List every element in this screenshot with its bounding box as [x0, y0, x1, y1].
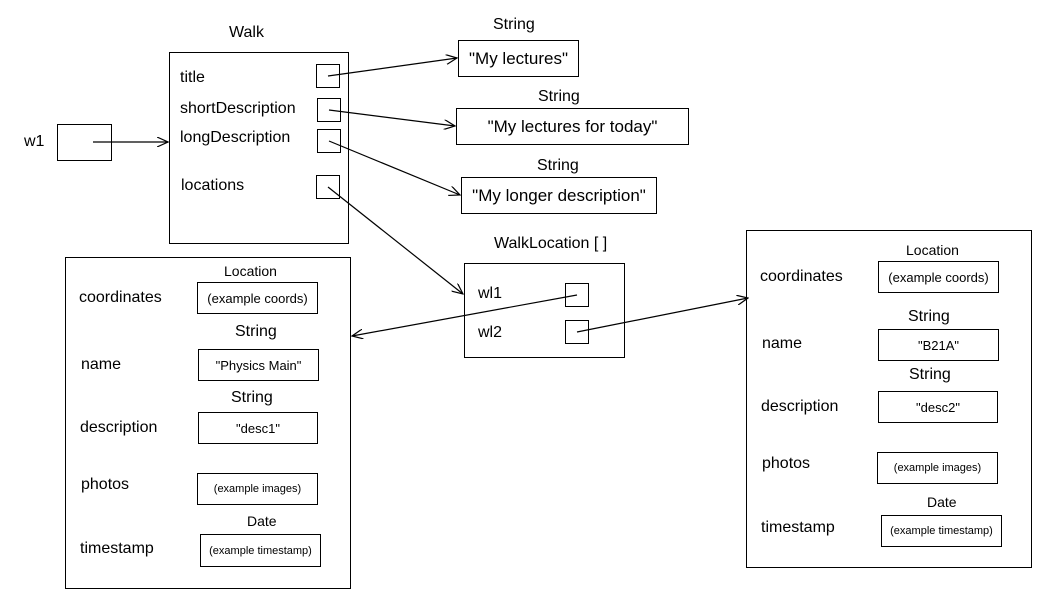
location2-name-box: "B21A" — [878, 329, 999, 361]
location1-object — [65, 257, 351, 589]
string1-value: "My lectures" — [469, 48, 568, 68]
location1-description-type: String — [231, 389, 273, 406]
location1-photos-box: (example images) — [197, 473, 318, 505]
location1-name-value: "Physics Main" — [215, 357, 302, 373]
location2-field-name: name — [762, 335, 803, 352]
string1-box: "My lectures" — [458, 40, 579, 77]
walk-short-description-slot — [317, 98, 341, 122]
string1-type-label: String — [493, 16, 535, 33]
walk-long-description-slot — [317, 129, 341, 153]
location2-coords-box: (example coords) — [878, 261, 999, 293]
location2-field-timestamp: timestamp — [761, 519, 835, 536]
array-wl1-slot — [565, 283, 589, 307]
walklocation-array — [464, 263, 625, 358]
location1-coords-type: Location — [224, 263, 277, 279]
location1-field-timestamp: timestamp — [80, 540, 154, 557]
location2-field-description: description — [761, 398, 839, 415]
string2-value: "My lectures for today" — [487, 116, 658, 136]
location1-coords-value: (example coords) — [207, 290, 308, 306]
walk-title-slot — [316, 64, 340, 88]
location2-description-value: "desc2" — [916, 399, 960, 415]
location2-timestamp-value: (example timestamp) — [890, 525, 993, 537]
location1-coords-box: (example coords) — [197, 282, 318, 314]
array-item-wl2: wl2 — [478, 324, 503, 341]
location2-timestamp-type: Date — [927, 494, 957, 510]
location1-timestamp-type: Date — [247, 513, 277, 529]
location1-name-type: String — [235, 323, 277, 340]
array-wl2-slot — [565, 320, 589, 344]
string2-box: "My lectures for today" — [456, 108, 689, 145]
walk-field-locations: locations — [181, 177, 245, 194]
string3-box: "My longer description" — [461, 177, 657, 214]
location1-timestamp-box: (example timestamp) — [200, 534, 321, 567]
location2-object — [746, 230, 1032, 568]
location1-timestamp-value: (example timestamp) — [209, 544, 312, 557]
string3-value: "My longer description" — [472, 185, 646, 205]
walk-field-short-description: shortDescription — [180, 100, 296, 117]
walk-field-title: title — [180, 69, 205, 86]
location1-photos-value: (example images) — [213, 483, 302, 495]
location2-timestamp-box: (example timestamp) — [881, 515, 1002, 547]
walk-field-long-description: longDescription — [180, 129, 291, 146]
location1-field-photos: photos — [81, 476, 130, 493]
location2-photos-box: (example images) — [877, 452, 998, 484]
walklocation-array-type-label: WalkLocation [ ] — [494, 235, 608, 252]
array-item-wl1: wl1 — [478, 285, 503, 302]
location2-photos-value: (example images) — [893, 462, 982, 474]
w1-label: w1 — [24, 133, 45, 150]
location1-field-name: name — [81, 356, 122, 373]
location2-description-type: String — [909, 366, 951, 383]
location2-name-type: String — [908, 308, 950, 325]
location2-description-box: "desc2" — [878, 391, 998, 423]
location1-field-description: description — [80, 419, 158, 436]
location1-description-box: "desc1" — [198, 412, 318, 444]
string3-type-label: String — [537, 157, 579, 174]
walk-type-label: Walk — [229, 24, 264, 41]
location2-coords-type: Location — [906, 242, 959, 258]
location1-field-coordinates: coordinates — [79, 289, 162, 306]
string2-type-label: String — [538, 88, 580, 105]
location1-name-box: "Physics Main" — [198, 349, 319, 381]
location1-description-value: "desc1" — [236, 420, 280, 436]
location2-field-photos: photos — [762, 455, 811, 472]
location2-coords-value: (example coords) — [888, 269, 989, 285]
location2-name-value: "B21A" — [917, 337, 960, 353]
w1-box — [57, 124, 112, 161]
walk-locations-slot — [316, 175, 340, 199]
location2-field-coordinates: coordinates — [760, 268, 843, 285]
